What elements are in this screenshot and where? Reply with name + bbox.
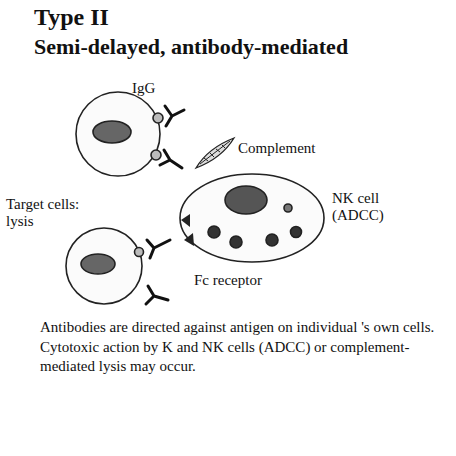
target-cell — [66, 228, 142, 304]
antigen — [135, 248, 144, 257]
cell-nucleus — [93, 121, 131, 143]
target-cell — [76, 92, 160, 176]
granule — [291, 227, 302, 238]
fc-receptor — [181, 214, 194, 246]
cell-nucleus — [81, 254, 115, 274]
target-cells-label: Target cells: lysis — [6, 196, 102, 231]
granule — [266, 234, 278, 246]
complement-label: Complement — [238, 140, 348, 157]
nk-nucleus — [225, 186, 267, 214]
complement — [196, 138, 234, 168]
caption: Antibodies are directed against antigen … — [40, 318, 440, 377]
granule — [208, 226, 220, 238]
nk-cell-label: NK cell (ADCC) — [332, 190, 412, 225]
subtitle: Semi-delayed, antibody-mediated — [34, 34, 454, 59]
diagram-title: Type II — [34, 4, 109, 31]
nk-cell — [180, 174, 324, 262]
granule — [230, 236, 242, 248]
igg-antibody — [146, 106, 184, 304]
fc-receptor-label: Fc receptor — [194, 272, 304, 289]
antigen — [151, 150, 161, 160]
antigen — [153, 113, 163, 123]
igg-label: IgG — [132, 80, 192, 97]
granule — [284, 204, 292, 212]
